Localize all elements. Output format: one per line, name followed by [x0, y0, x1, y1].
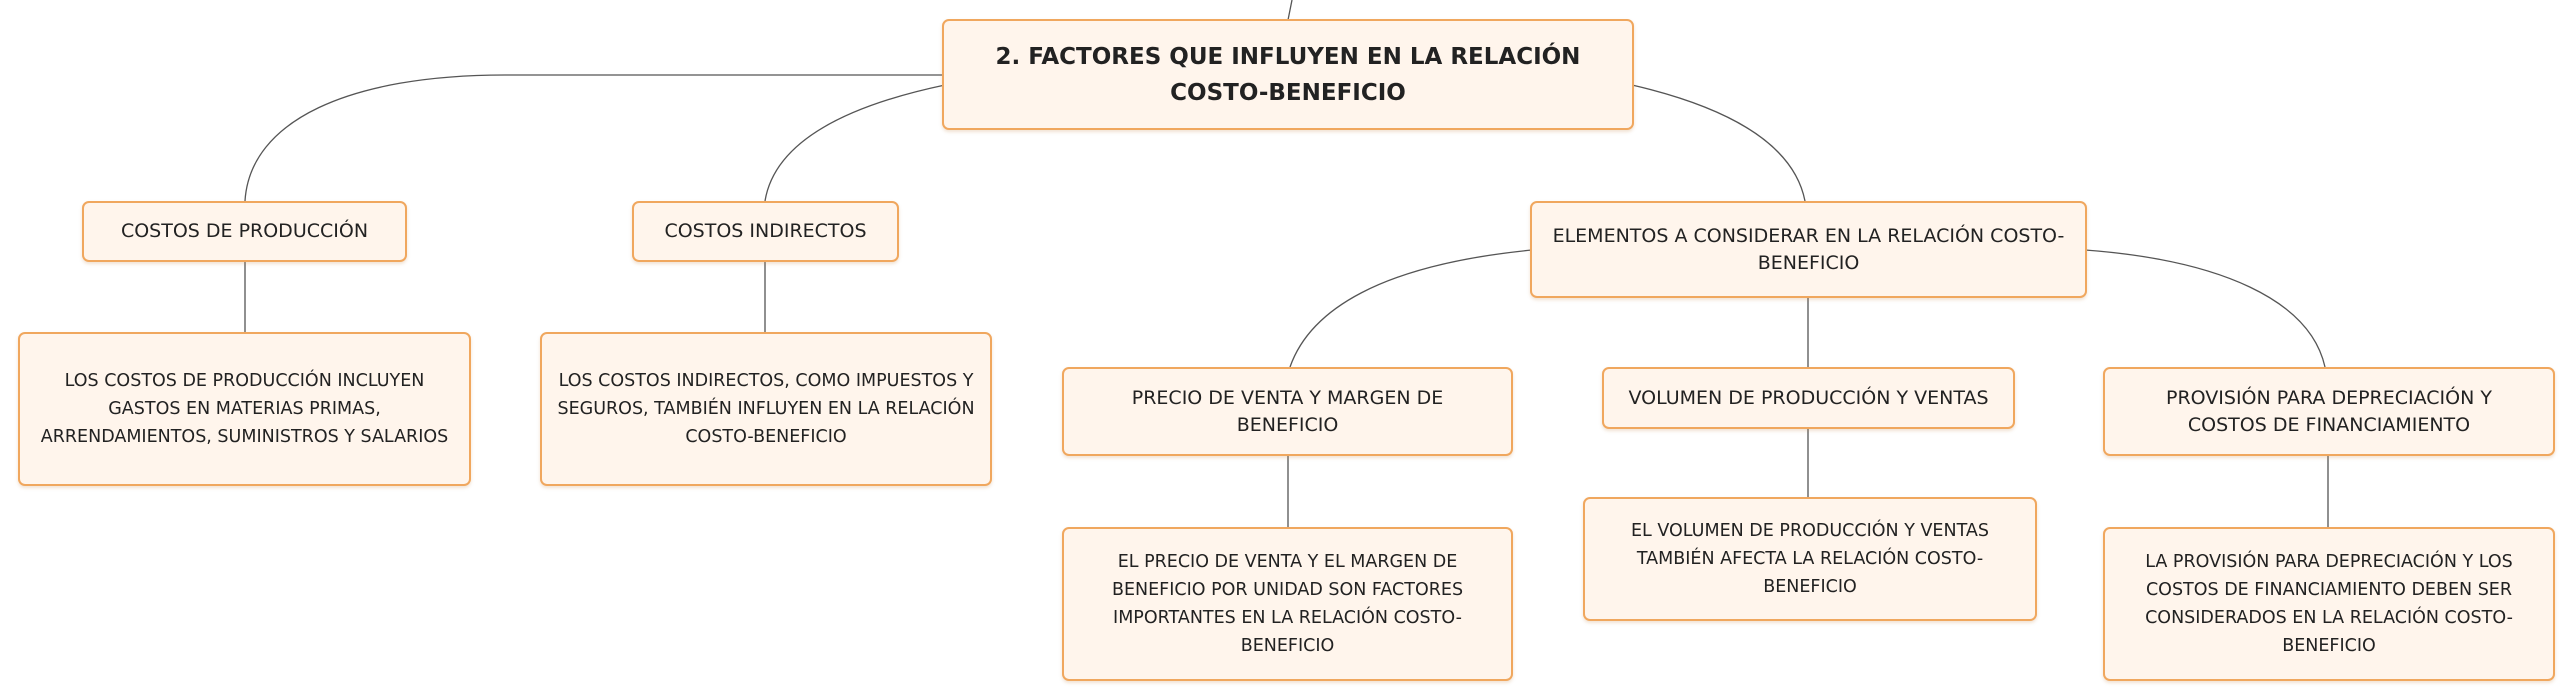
connector-top-incoming — [1287, 0, 1293, 21]
connector-elementos-to-precio — [1289, 249, 1533, 368]
detail-costos-produccion[interactable]: LOS COSTOS DE PRODUCCIÓN INCLUYEN GASTOS… — [18, 332, 471, 486]
root-topic-title: 2. FACTORES QUE INFLUYEN EN LA RELACIÓN … — [995, 43, 1581, 106]
subbranch-precio-venta[interactable]: PRECIO DE VENTA Y MARGEN DE BENEFICIO — [1062, 367, 1513, 456]
detail-volumen-text: EL VOLUMEN DE PRODUCCIÓN Y VENTAS TAMBIÉ… — [1631, 521, 1989, 597]
subbranch-provision[interactable]: PROVISIÓN PARA DEPRECIACIÓN Y COSTOS DE … — [2103, 367, 2555, 456]
connector-elementos-to-provision — [2084, 249, 2326, 368]
connector-root-to-costos-indirectos — [764, 84, 946, 202]
connector-root-to-costos-produccion — [244, 74, 945, 202]
detail-costos-produccion-text: LOS COSTOS DE PRODUCCIÓN INCLUYEN GASTOS… — [40, 371, 449, 447]
detail-volumen[interactable]: EL VOLUMEN DE PRODUCCIÓN Y VENTAS TAMBIÉ… — [1583, 497, 2037, 621]
detail-costos-indirectos[interactable]: LOS COSTOS INDIRECTOS, COMO IMPUESTOS Y … — [540, 332, 992, 486]
detail-precio-venta[interactable]: EL PRECIO DE VENTA Y EL MARGEN DE BENEFI… — [1062, 527, 1513, 681]
subbranch-precio-venta-label: PRECIO DE VENTA Y MARGEN DE BENEFICIO — [1131, 386, 1444, 436]
branch-costos-produccion-label: COSTOS DE PRODUCCIÓN — [120, 220, 369, 242]
subbranch-volumen[interactable]: VOLUMEN DE PRODUCCIÓN Y VENTAS — [1602, 367, 2015, 429]
detail-provision[interactable]: LA PROVISIÓN PARA DEPRECIACIÓN Y LOS COS… — [2103, 527, 2555, 681]
branch-costos-indirectos-label: COSTOS INDIRECTOS — [664, 220, 867, 242]
branch-elementos[interactable]: ELEMENTOS A CONSIDERAR EN LA RELACIÓN CO… — [1530, 201, 2087, 298]
branch-elementos-label: ELEMENTOS A CONSIDERAR EN LA RELACIÓN CO… — [1552, 224, 2065, 274]
detail-costos-indirectos-text: LOS COSTOS INDIRECTOS, COMO IMPUESTOS Y … — [557, 371, 975, 447]
branch-costos-produccion[interactable]: COSTOS DE PRODUCCIÓN — [82, 201, 407, 262]
detail-provision-text: LA PROVISIÓN PARA DEPRECIACIÓN Y LOS COS… — [2145, 552, 2513, 656]
subbranch-provision-label: PROVISIÓN PARA DEPRECIACIÓN Y COSTOS DE … — [2166, 386, 2492, 436]
root-topic[interactable]: 2. FACTORES QUE INFLUYEN EN LA RELACIÓN … — [942, 19, 1634, 130]
subbranch-volumen-label: VOLUMEN DE PRODUCCIÓN Y VENTAS — [1628, 386, 1989, 409]
branch-costos-indirectos[interactable]: COSTOS INDIRECTOS — [632, 201, 899, 262]
connector-root-to-elementos — [1631, 84, 1806, 202]
detail-precio-venta-text: EL PRECIO DE VENTA Y EL MARGEN DE BENEFI… — [1111, 552, 1464, 656]
